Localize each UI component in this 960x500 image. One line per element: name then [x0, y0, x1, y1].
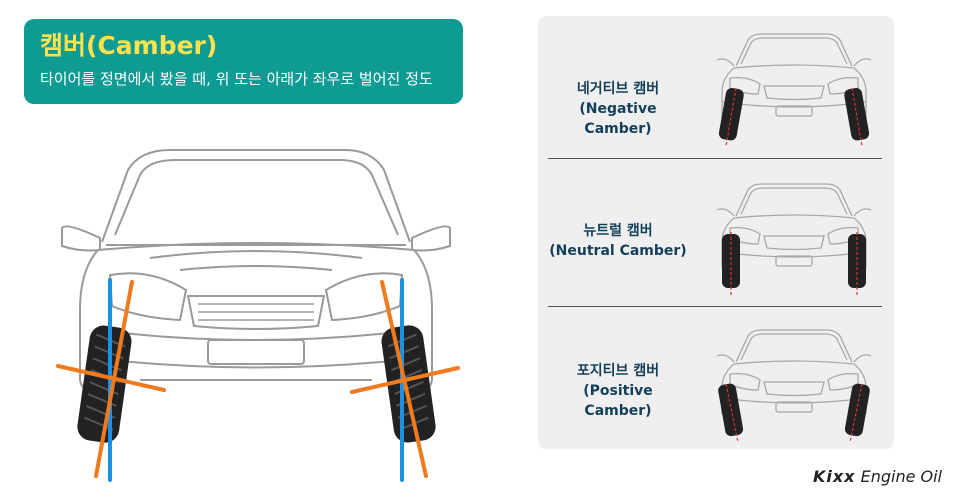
brand-suffix: Engine Oil [861, 467, 942, 486]
diagram-title: 캠버(Camber) [40, 31, 447, 61]
panel-divider [548, 158, 882, 159]
neutral-camber-label: 뉴트럴 캠버 (Neutral Camber) [548, 221, 688, 261]
brand-name: Kixx [813, 467, 856, 486]
neutral-camber-korean: 뉴트럴 캠버 [548, 221, 688, 241]
positive-camber-korean: 포지티브 캠버 [548, 361, 688, 381]
panel-divider [548, 306, 882, 307]
right-mirror [412, 226, 450, 250]
main-car-illustration [0, 120, 520, 490]
negative-camber-english: (Negative Camber) [548, 99, 688, 139]
windshield-outline [115, 160, 398, 235]
negative-camber-car [714, 26, 874, 152]
positive-camber-english: (Positive Camber) [548, 381, 688, 421]
left-headlight [110, 273, 186, 320]
neutral-camber-car [714, 176, 874, 302]
license-plate [208, 340, 304, 364]
positive-camber-car [714, 322, 874, 448]
neutral-camber-english: (Neutral Camber) [548, 241, 688, 261]
brand-logo: Kixx Engine Oil [813, 467, 942, 486]
title-box: 캠버(Camber) 타이어를 정면에서 봤을 때, 위 또는 아래가 좌우로 … [24, 19, 463, 104]
car-roof-outline [102, 150, 410, 242]
negative-camber-label: 네거티브 캠버 (Negative Camber) [548, 79, 688, 139]
negative-camber-korean: 네거티브 캠버 [548, 79, 688, 99]
positive-camber-label: 포지티브 캠버 (Positive Camber) [548, 361, 688, 421]
diagram-description: 타이어를 정면에서 봤을 때, 위 또는 아래가 좌우로 벌어진 정도 [40, 69, 447, 89]
left-mirror [62, 226, 100, 250]
